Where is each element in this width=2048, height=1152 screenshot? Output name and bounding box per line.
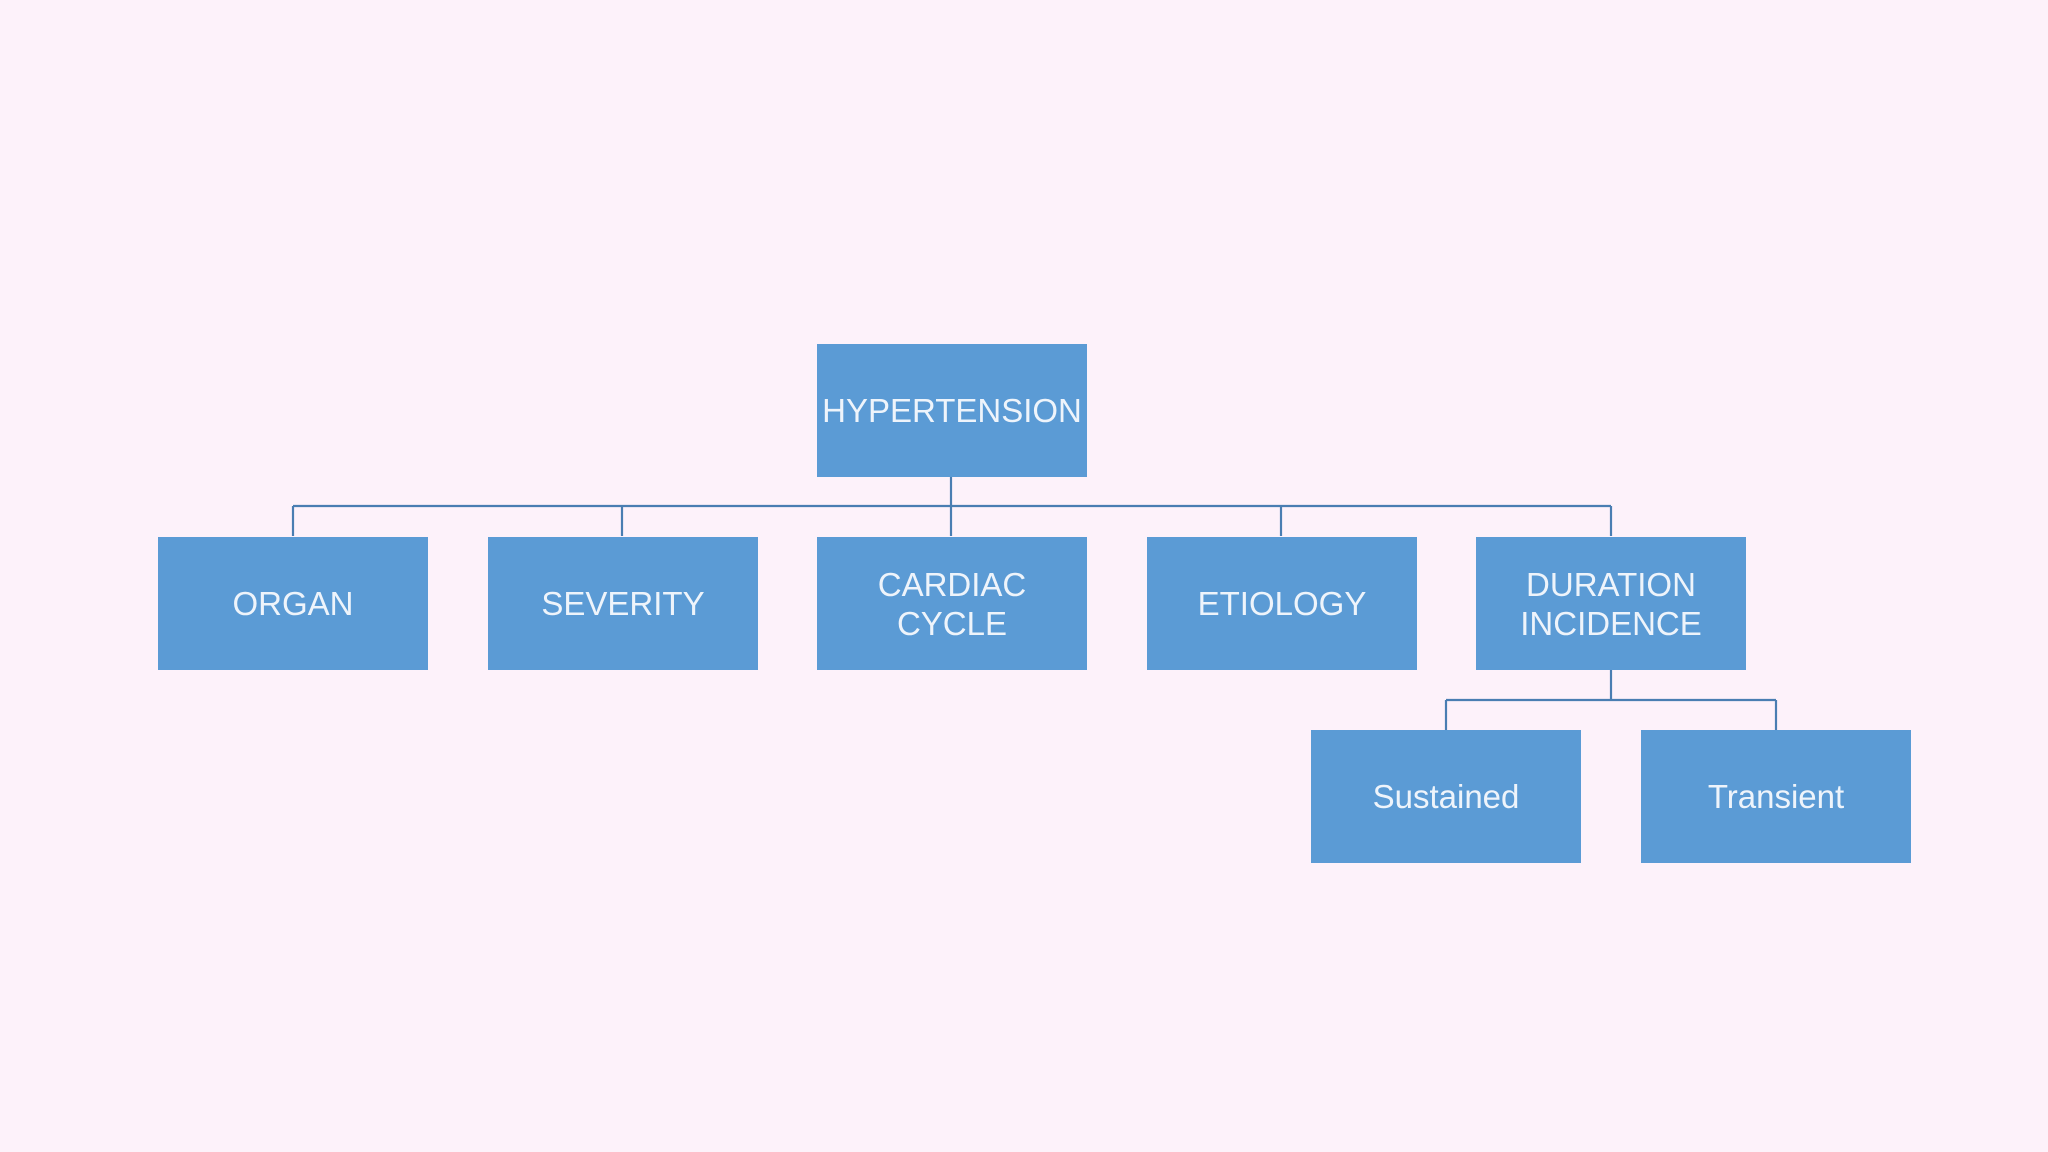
node-etiology: ETIOLOGY (1147, 537, 1417, 670)
node-severity: SEVERITY (488, 537, 758, 670)
node-organ: ORGAN (158, 537, 428, 670)
node-cardiac-cycle: CARDIAC CYCLE (817, 537, 1087, 670)
node-sustained: Sustained (1311, 730, 1581, 863)
node-duration-incidence: DURATION INCIDENCE (1476, 537, 1746, 670)
node-transient: Transient (1641, 730, 1911, 863)
node-hypertension: HYPERTENSION (817, 344, 1087, 477)
